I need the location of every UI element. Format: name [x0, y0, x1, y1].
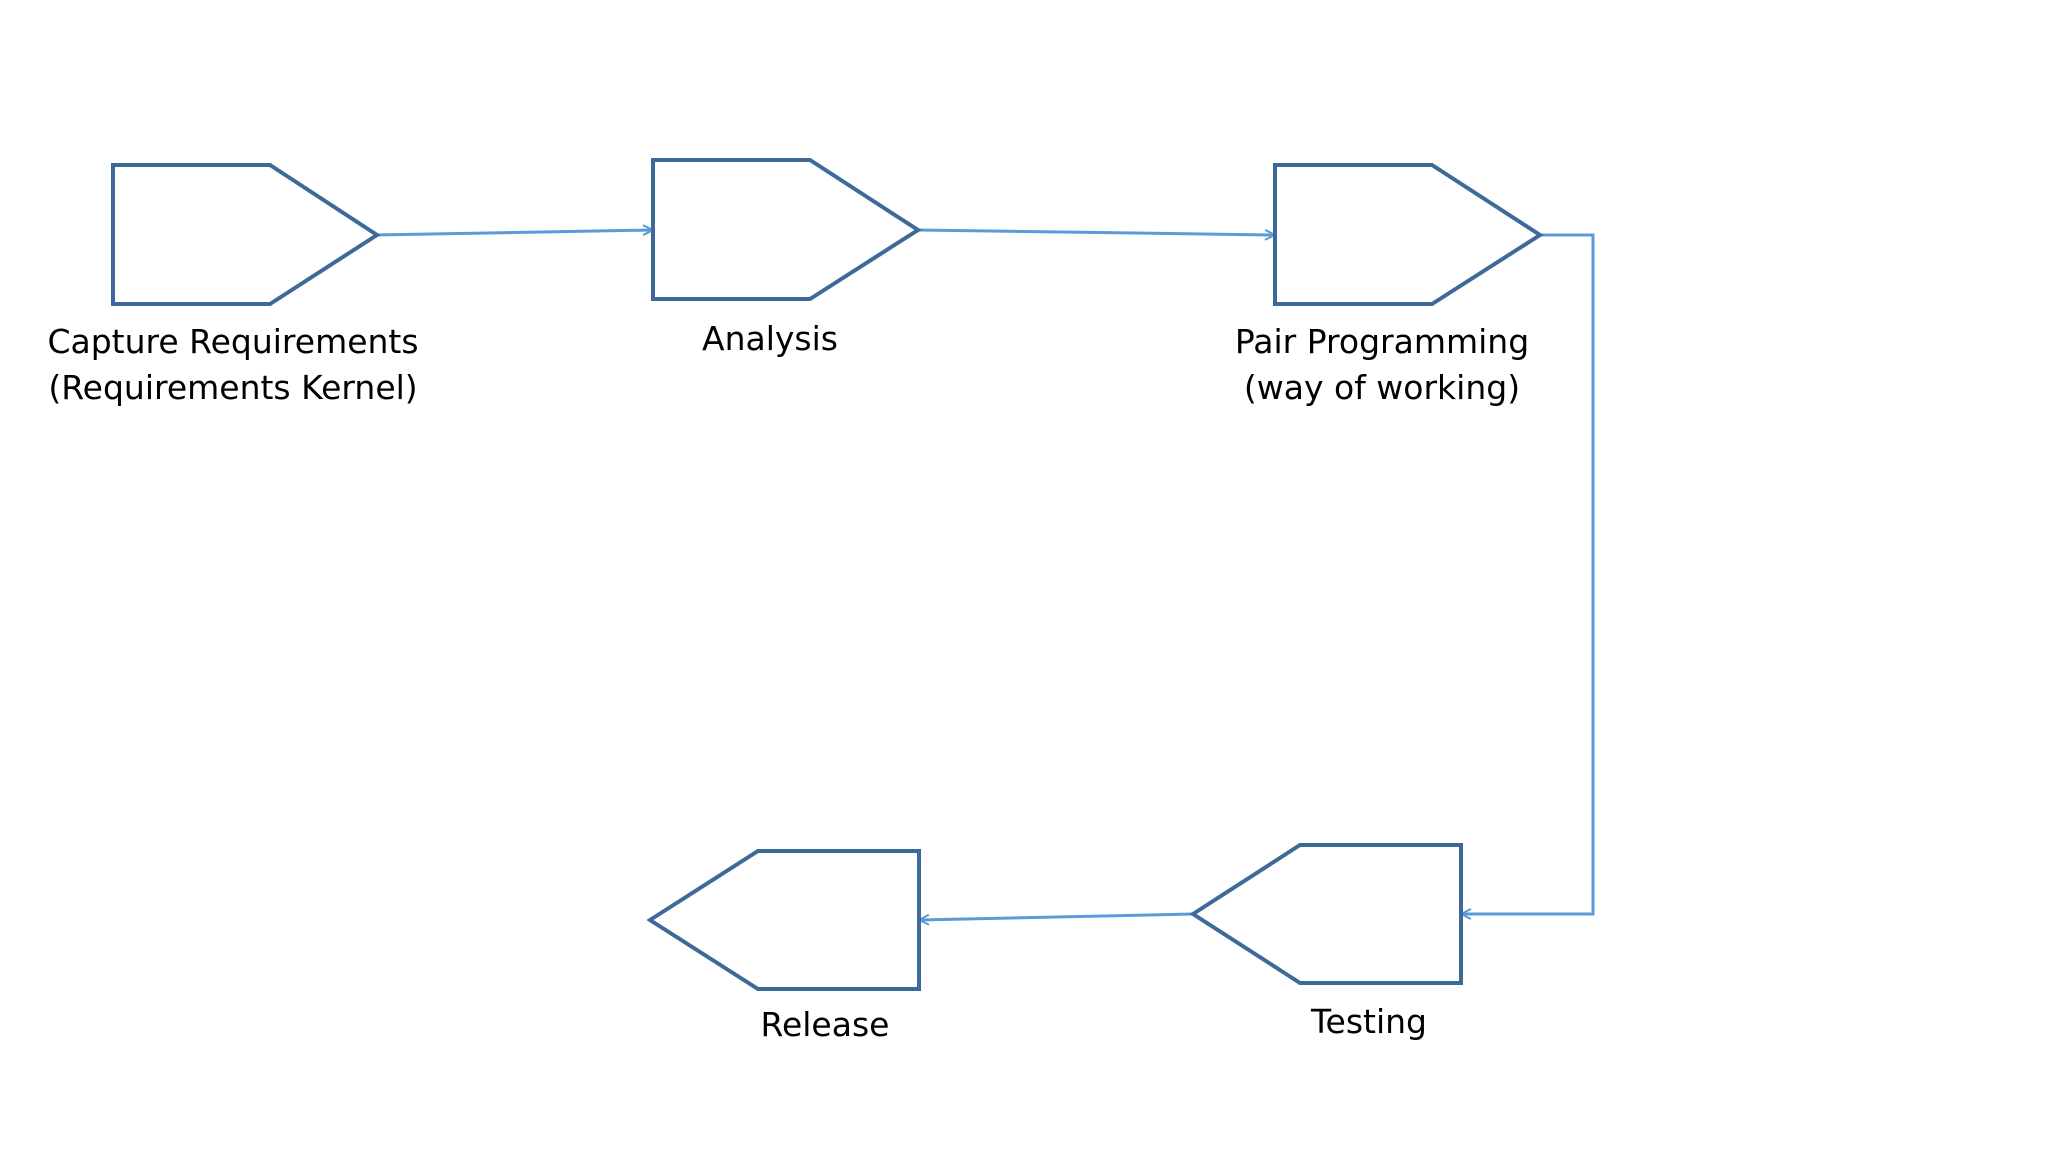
analysis-label-line-1: Analysis: [702, 319, 838, 358]
node-release: Release: [646, 849, 921, 1044]
pair-programming-label-line-1: Pair Programming: [1235, 322, 1529, 361]
node-testing: Testing: [1189, 843, 1463, 1041]
release-label-line-1: Release: [761, 1005, 890, 1044]
capture-requirements-pentagon-shape: [111, 163, 381, 306]
capture-requirements-label-line-2: (Requirements Kernel): [48, 368, 417, 407]
nodes-layer: Capture Requirements (Requirements Kernel…: [47, 158, 1544, 1044]
connectors-layer: [376, 228, 1595, 920]
node-capture-requirements: Capture Requirements (Requirements Kernel…: [47, 163, 419, 407]
pair-programming-label-line-2: (way of working): [1244, 368, 1520, 407]
connector-pair-programming-to-testing: [1461, 233, 1595, 914]
connector-capture-requirements-to-analysis: [376, 230, 653, 237]
node-analysis: Analysis: [651, 158, 922, 358]
connector-testing-to-release: [919, 912, 1194, 920]
pair-programming-pentagon-shape: [1273, 163, 1544, 306]
testing-label-line-1: Testing: [1310, 1002, 1427, 1041]
release-pentagon-shape: [646, 849, 921, 991]
connector-analysis-to-pair-programming: [917, 228, 1275, 235]
analysis-pentagon-shape: [651, 158, 922, 301]
node-pair-programming: Pair Programming (way of working): [1235, 163, 1544, 407]
testing-pentagon-shape: [1189, 843, 1463, 985]
capture-requirements-label-line-1: Capture Requirements: [47, 322, 418, 361]
